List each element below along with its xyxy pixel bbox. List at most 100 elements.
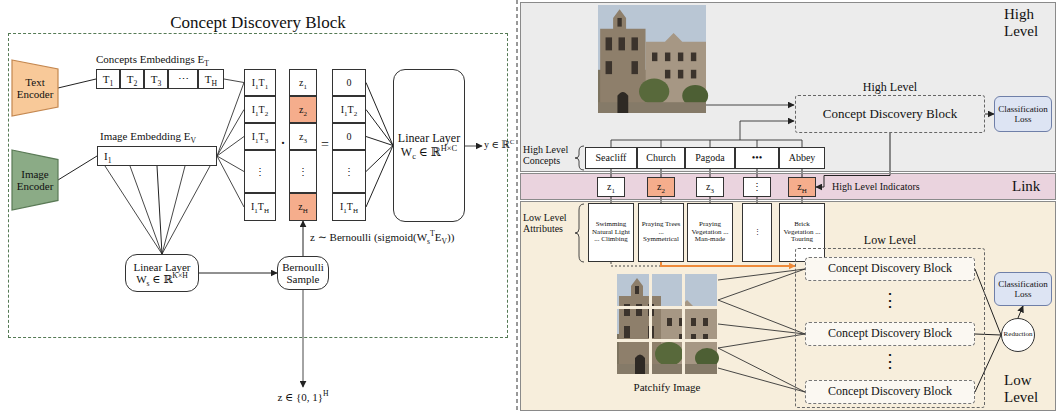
node-text: TH: [205, 73, 217, 85]
wires-part: [303, 290, 304, 387]
connector: [985, 114, 994, 115]
masked-cell: 0: [332, 69, 366, 96]
node-text-part: K×H: [172, 271, 187, 280]
output-label-part: H: [323, 389, 329, 398]
node-text: T2: [127, 73, 138, 85]
indicator-cell: zH: [289, 193, 317, 221]
panel-label: Low Level: [1004, 372, 1052, 406]
embedding-label-part: V: [190, 136, 196, 145]
level-panel: High LevelHigh LevelConcept Discovery Bl…: [520, 2, 1056, 172]
indicator-cell: z2: [289, 96, 317, 123]
node-text: Linear Layer: [133, 261, 190, 273]
node-text: I1: [104, 150, 112, 162]
node-text: 0: [347, 77, 352, 88]
connector: [157, 166, 162, 254]
node-text-part: 3: [265, 137, 269, 145]
masked-cell: ⋮: [332, 150, 366, 193]
node-text: 0: [347, 131, 352, 142]
wires-part: [575, 204, 584, 262]
node-text: Text Encoder: [16, 76, 54, 101]
connector: [366, 110, 393, 146]
node-text: ⋮: [298, 166, 308, 177]
formula: z ∼ Bernoulli (sigmoid(WsTEV)): [310, 231, 510, 243]
node-text-part: 2: [133, 79, 137, 88]
indicator-cell: z2: [647, 177, 675, 197]
connector: [975, 334, 1001, 335]
node-text-part: 1: [265, 83, 269, 91]
masked-cell: I1TH: [332, 193, 366, 221]
group-label: High Level Concepts: [523, 144, 577, 166]
formula-part: T: [430, 229, 435, 238]
block-heading: High Level: [756, 81, 1024, 94]
connector: [366, 137, 393, 146]
connector: [303, 221, 304, 256]
wires-part: [130, 166, 162, 254]
connector: [1018, 306, 1023, 318]
node-text: z1: [299, 77, 307, 88]
node-text: z1: [607, 181, 615, 192]
node-text: z3: [706, 181, 714, 192]
node-text: ⋮: [344, 166, 354, 177]
embedding-cell: T1: [96, 69, 120, 89]
node-text-part: 2: [661, 187, 665, 195]
node-text: z2: [657, 181, 665, 192]
masked-cell: I1T2: [332, 96, 366, 123]
patch-gaps-part: [617, 306, 717, 309]
node-text: ⋮: [255, 166, 265, 177]
node-text-part: H: [353, 207, 358, 215]
node-text: I1T3: [252, 131, 268, 142]
loss-box: Classification Loss: [994, 272, 1052, 306]
similarity-cell: I1T1: [244, 69, 276, 96]
node-text: T1: [103, 73, 114, 85]
similarity-cell: ⋮: [244, 150, 276, 193]
indicator-cell: z1: [289, 69, 317, 96]
block-box: Concept Discovery Block: [805, 380, 975, 404]
node-text: Pagoda: [695, 152, 724, 163]
indicator-cell: ⋮: [289, 150, 317, 193]
node-text-part: 1: [255, 110, 259, 118]
connector: [366, 83, 393, 146]
node-text-part: H: [802, 187, 807, 195]
patch-gaps-part: [682, 274, 685, 374]
node-text: I1T2: [341, 104, 357, 115]
linear-layer: Linear LayerWs ∈ ℝK×H: [125, 254, 199, 292]
panel-label: Link: [1012, 178, 1052, 195]
wires-part: [105, 166, 162, 254]
node-text: Concept Discovery Block: [828, 262, 952, 275]
indicator-cell: zH: [788, 177, 816, 197]
embedding-label: Concepts Embeddings ET: [96, 53, 246, 65]
attribute-box: ⋮: [742, 203, 772, 262]
wires-part: [718, 324, 805, 334]
node-text: Linear Layer: [398, 132, 460, 145]
node-text-part: c: [412, 152, 416, 161]
low-level-ground: [520, 201, 1056, 411]
connector: [366, 146, 393, 208]
wires-part: [718, 269, 805, 300]
node-text-part: 3: [157, 79, 161, 88]
wires-part: [718, 348, 805, 392]
connector: [366, 146, 393, 172]
wires-part: [718, 269, 805, 280]
node-text: Concept Discovery Block: [828, 385, 952, 398]
wires-part: [611, 140, 802, 147]
wires-part: [575, 146, 584, 170]
node-text: Concept Discovery Block: [828, 327, 952, 340]
node-text: ⋮: [752, 181, 762, 192]
node-text-part: 3: [710, 187, 714, 195]
indicator-cell: z3: [289, 123, 317, 150]
node-text-part: H×C: [441, 144, 457, 153]
node-text-part: 1: [108, 156, 112, 165]
attribute-box: Swimming Natural Light ... Climbing: [588, 203, 634, 262]
output-label: z ∈ {0, 1}H: [263, 391, 343, 403]
image-caption: Patchify Image: [617, 381, 717, 393]
encoder: Image Encoder: [12, 150, 58, 210]
node-text-part: 1: [344, 110, 348, 118]
concept-box: Pagoda: [685, 147, 735, 169]
node-text-part: 3: [303, 137, 307, 145]
node-text-part: 1: [343, 207, 347, 215]
node-text-part: 1: [255, 83, 259, 91]
encoder: Text Encoder: [12, 60, 58, 116]
connector: [58, 79, 96, 88]
link-band: Link z1 z2 z3 ⋮ zH: [520, 173, 1056, 200]
